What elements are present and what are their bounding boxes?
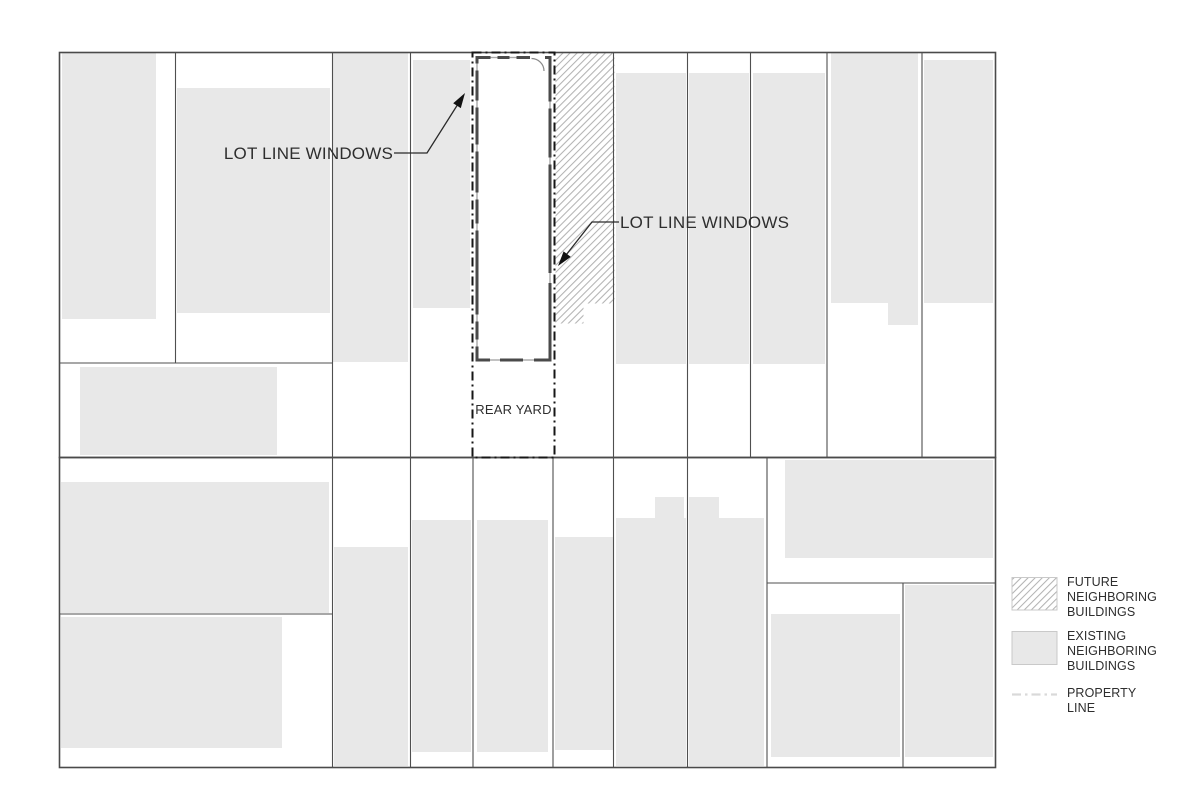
existing-building: [412, 520, 471, 752]
existing-building: [831, 53, 918, 303]
legend-label: NEIGHBORING: [1067, 644, 1157, 658]
legend-label: LINE: [1067, 701, 1095, 715]
existing-building: [785, 460, 993, 558]
existing-building: [477, 520, 548, 752]
legend-label: EXISTING: [1067, 629, 1126, 643]
legend-hatch-swatch: [1011, 577, 1058, 611]
existing-buildings-layer: [61, 53, 993, 766]
arrowhead-icon: [453, 93, 465, 109]
legend-label: FUTURE: [1067, 575, 1118, 589]
lot-line-windows: [474, 54, 553, 363]
existing-building: [771, 614, 900, 757]
existing-building: [616, 518, 686, 766]
door-swing-arc: [531, 57, 545, 72]
existing-building: [924, 60, 993, 303]
legend-gray-swatch: [1011, 631, 1058, 665]
lot-line-windows-label-left: LOT LINE WINDOWS: [224, 144, 393, 163]
existing-building: [888, 303, 918, 325]
legend-label: BUILDINGS: [1067, 659, 1135, 673]
leader-line-left: [394, 103, 459, 154]
existing-building: [334, 547, 408, 766]
leader-line-right: [565, 221, 619, 256]
existing-building: [333, 53, 408, 362]
subject-building: [471, 51, 556, 459]
existing-building: [62, 53, 156, 319]
existing-building: [616, 73, 686, 364]
legend-item-existing: EXISTING NEIGHBORING BUILDINGS: [1011, 629, 1157, 673]
existing-building: [753, 73, 825, 364]
property-line: [471, 51, 556, 459]
existing-building: [689, 497, 719, 518]
lot-lines: [59, 52, 996, 768]
existing-building: [655, 497, 684, 518]
legend-label: NEIGHBORING: [1067, 590, 1157, 604]
legend: FUTURE NEIGHBORING BUILDINGS EXISTING NE…: [1011, 575, 1157, 715]
lot-line-windows-label-right: LOT LINE WINDOWS: [620, 213, 789, 232]
arrowhead-icon: [558, 251, 571, 266]
existing-building: [61, 482, 329, 613]
existing-building: [80, 367, 277, 455]
window-glass-ticks: [476, 56, 551, 361]
existing-building: [905, 585, 993, 757]
legend-label: BUILDINGS: [1067, 605, 1135, 619]
existing-building: [177, 88, 330, 313]
rear-yard-label: REAR YARD: [475, 402, 551, 417]
existing-building: [61, 617, 282, 748]
existing-building: [555, 537, 613, 750]
plan-labels: LOT LINE WINDOWS LOT LINE WINDOWS REAR Y…: [224, 144, 789, 417]
arrowheads: [453, 93, 571, 266]
legend-item-property-line: PROPERTY LINE: [1012, 686, 1137, 715]
subject-building-wall: [475, 56, 552, 362]
legend-item-future: FUTURE NEIGHBORING BUILDINGS: [1011, 575, 1157, 619]
legend-label: PROPERTY: [1067, 686, 1137, 700]
future-building-hatch: [555, 52, 615, 324]
leader-lines: [394, 103, 619, 256]
existing-building: [689, 73, 749, 364]
existing-building: [689, 518, 764, 766]
